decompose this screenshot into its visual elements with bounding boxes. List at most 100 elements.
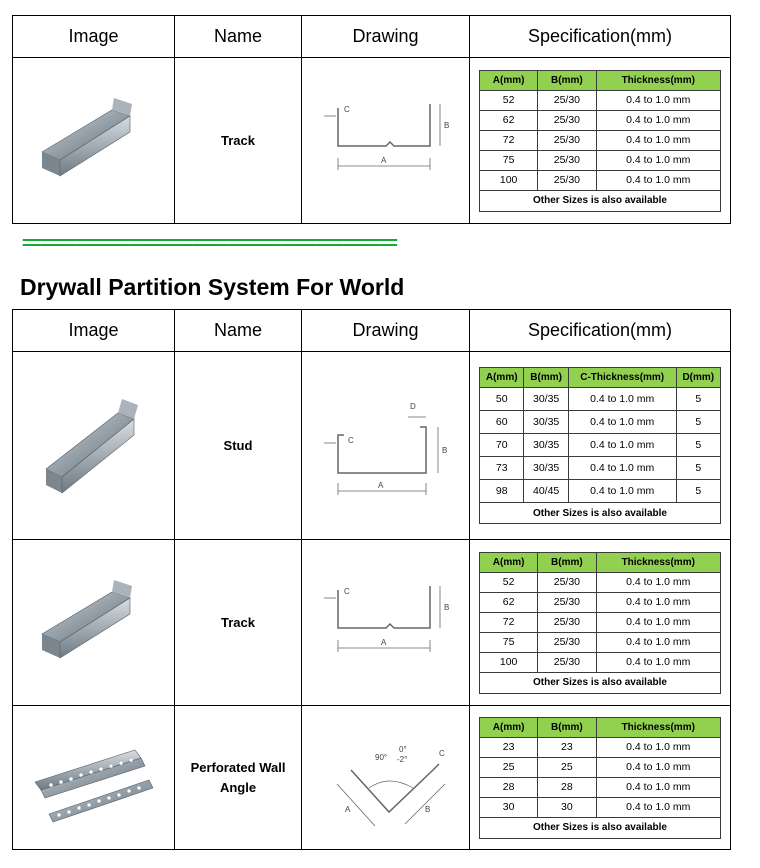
- spec-footer: Other Sizes is also available: [479, 816, 721, 839]
- spec-cell: 100: [478, 651, 539, 673]
- label-c: C: [348, 436, 354, 445]
- section-title: Drywall Partition System For World: [20, 274, 405, 300]
- header-name: Name: [174, 15, 302, 58]
- spec-cell: 40/45: [523, 479, 569, 503]
- spec-header: C-Thickness(mm): [567, 367, 677, 388]
- spec-cell: 30/35: [523, 456, 569, 480]
- stud-drawing: C D B A: [323, 402, 447, 495]
- spec-cell: 5: [675, 387, 722, 411]
- spec-cell: 98: [478, 479, 525, 503]
- label-b: B: [444, 121, 449, 130]
- spec-cell: 60: [478, 410, 525, 434]
- spec-header: B(mm): [537, 716, 597, 738]
- track-drawing: C B A: [323, 585, 449, 652]
- label-c: C: [344, 587, 350, 596]
- spec-header: D(mm): [675, 367, 722, 388]
- spec-cell: 5: [675, 410, 722, 434]
- label-a: A: [345, 805, 351, 814]
- label-c: C: [439, 749, 445, 758]
- track-photo-cell: [12, 57, 175, 224]
- header-image: Image: [12, 15, 175, 58]
- angle-photo: [34, 749, 153, 822]
- spec-cell: 25/30: [537, 571, 597, 593]
- bottom-product-table: Image Name Drawing Specification(mm) Stu…: [12, 309, 731, 850]
- spec-cell: 25/30: [537, 89, 597, 111]
- spec-header: A(mm): [478, 69, 539, 91]
- spec-cell: 0.4 to 1.0 mm: [595, 736, 721, 758]
- spec-cell: 62: [478, 109, 539, 131]
- spec-cell: 25/30: [537, 109, 597, 131]
- header-spec: Specification(mm): [469, 15, 731, 58]
- track-drawing: C B A: [323, 103, 449, 170]
- spec-header: Thickness(mm): [595, 551, 721, 573]
- spec-footer: Other Sizes is also available: [479, 189, 721, 212]
- spec-footer: Other Sizes is also available: [479, 502, 721, 524]
- label-c: C: [344, 105, 350, 114]
- spec-header: A(mm): [478, 716, 539, 738]
- header-drawing: Drawing: [301, 309, 470, 352]
- spec-cell: 30/35: [523, 433, 569, 457]
- spec-cell: 25: [478, 756, 539, 778]
- angle-name: Perforated Wall Angle: [174, 705, 302, 850]
- spec-cell: 25/30: [537, 651, 597, 673]
- stud-photo-cell: [12, 351, 175, 540]
- spec-cell: 5: [675, 456, 722, 480]
- spec-header: Thickness(mm): [595, 716, 721, 738]
- angle-main-label: 90°: [375, 753, 387, 762]
- spec-cell: 0.4 to 1.0 mm: [595, 591, 721, 613]
- track-name: Track: [174, 57, 302, 224]
- spec-cell: 62: [478, 591, 539, 613]
- stud-name: Stud: [174, 351, 302, 540]
- spec-cell: 75: [478, 631, 539, 653]
- spec-cell: 0.4 to 1.0 mm: [567, 410, 677, 434]
- spec-cell: 52: [478, 89, 539, 111]
- spec-cell: 25/30: [537, 611, 597, 633]
- label-d: D: [410, 402, 416, 411]
- spec-cell: 25/30: [537, 129, 597, 151]
- spec-cell: 70: [478, 433, 525, 457]
- spec-cell: 0.4 to 1.0 mm: [567, 479, 677, 503]
- spec-cell: 5: [675, 433, 722, 457]
- spec-cell: 28: [478, 776, 539, 798]
- spec-cell: 5: [675, 479, 722, 503]
- spec-header: B(mm): [537, 69, 597, 91]
- spec-cell: 25/30: [537, 169, 597, 191]
- angle-top-label: 0°: [399, 745, 407, 754]
- stud-photo: [44, 398, 138, 494]
- spec-cell: 25/30: [537, 149, 597, 171]
- angle-bottom-label: -2°: [397, 755, 407, 764]
- stud-drawing-cell: C D B A: [301, 351, 470, 540]
- spec-cell: 0.4 to 1.0 mm: [595, 776, 721, 798]
- track-photo: [40, 97, 132, 177]
- spec-header: A(mm): [478, 367, 525, 388]
- header-image: Image: [12, 309, 175, 352]
- label-a: A: [381, 156, 387, 165]
- track-photo: [40, 579, 132, 659]
- spec-cell: 0.4 to 1.0 mm: [595, 169, 721, 191]
- label-b: B: [425, 805, 430, 814]
- spec-cell: 52: [478, 571, 539, 593]
- top-product-table: Image Name Drawing Specification(mm) Tra…: [12, 15, 731, 224]
- label-a: A: [378, 481, 384, 490]
- spec-cell: 0.4 to 1.0 mm: [595, 611, 721, 633]
- spec-cell: 23: [478, 736, 539, 758]
- spec-header: Thickness(mm): [595, 69, 721, 91]
- spec-cell: 100: [478, 169, 539, 191]
